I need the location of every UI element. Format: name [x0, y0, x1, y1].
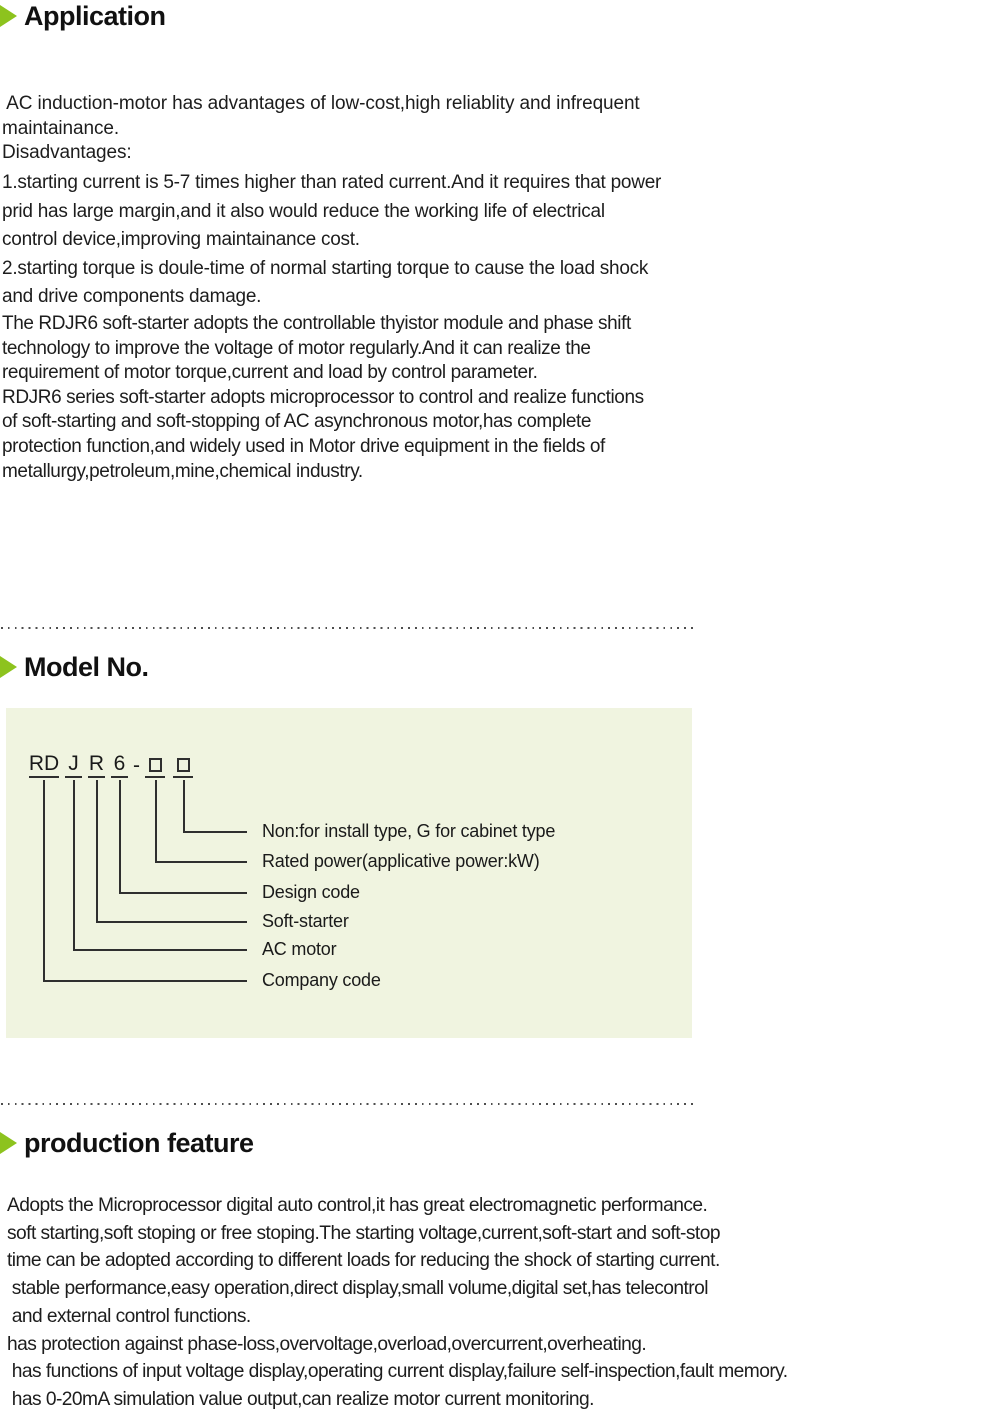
text-line: 2.starting torque is doule-time of norma…	[2, 257, 649, 279]
text-line: control device,improving maintainance co…	[2, 229, 360, 251]
model-label-install-type: Non:for install type, G for cabinet type	[262, 821, 556, 841]
connector-line	[119, 780, 247, 894]
production-feature-section-title: production feature	[24, 1128, 254, 1158]
section-arrow-icon	[0, 5, 17, 27]
text-line: Disadvantages:	[2, 142, 132, 164]
production-feature-list: Adopts the Microprocessor digital auto c…	[7, 1192, 788, 1414]
text-line: 1.starting current is 5-7 times higher t…	[2, 172, 662, 193]
text-line: technology to improve the voltage of mot…	[2, 337, 591, 359]
text-line: of soft-starting and soft-stopping of AC…	[2, 411, 592, 433]
text-line: has 0-20mA simulation value output,can r…	[7, 1388, 595, 1410]
model-label-soft-starter: Soft-starter	[262, 911, 349, 931]
text-line: The RDJR6 soft-starter adopts the contro…	[2, 313, 631, 334]
model-number-box: RD J R 6 - Non:for install type, G for c…	[6, 708, 692, 1038]
code-segment-design: 6	[111, 750, 128, 778]
text-line: and external control functions.	[7, 1305, 252, 1327]
connector-line	[155, 780, 247, 863]
text-line: requirement of motor torque,current and …	[2, 362, 538, 384]
model-label-company-code: Company code	[262, 970, 381, 990]
text-line: metallurgy,petroleum,mine,chemical indus…	[2, 460, 363, 482]
application-paragraph-rdjr6: The RDJR6 soft-starter adopts the contro…	[2, 312, 644, 484]
model-label-ac-motor: AC motor	[262, 939, 337, 959]
code-segment-company: RD	[29, 750, 59, 778]
model-no-section-heading: Model No.	[0, 650, 149, 684]
code-placeholder-power	[145, 750, 165, 778]
dotted-separator	[1, 1103, 694, 1106]
text-line: prid has large margin,and it also would …	[2, 200, 605, 222]
code-segment-soft-starter: R	[88, 750, 105, 778]
text-line: has protection against phase-loss,overvo…	[7, 1333, 647, 1355]
placeholder-square-icon	[148, 758, 162, 772]
placeholder-square-icon	[176, 758, 190, 772]
code-hyphen: -	[133, 754, 140, 777]
text-line: AC induction-motor has advantages of low…	[2, 93, 640, 114]
application-paragraph-intro: AC induction-motor has advantages of low…	[2, 92, 640, 166]
model-code-row: RD J R 6 -	[29, 750, 193, 778]
text-line: maintainance.	[2, 117, 119, 139]
dotted-separator	[1, 627, 694, 630]
connector-line	[73, 780, 247, 951]
text-line: RDJR6 series soft-starter adopts micropr…	[2, 386, 644, 408]
text-line: protection function,and widely used in M…	[2, 435, 605, 457]
text-line: has functions of input voltage display,o…	[7, 1361, 788, 1383]
text-line: stable performance,easy operation,direct…	[7, 1278, 709, 1300]
text-line: Adopts the Microprocessor digital auto c…	[7, 1195, 708, 1216]
application-section-heading: Application	[0, 0, 166, 32]
section-arrow-icon	[0, 656, 17, 678]
code-segment-ac-motor: J	[65, 750, 82, 778]
model-label-rated-power: Rated power(applicative power:kW)	[262, 851, 540, 871]
section-arrow-icon	[0, 1132, 17, 1154]
text-line: soft starting,soft stoping or free stopi…	[7, 1222, 721, 1244]
model-label-design-code: Design code	[262, 882, 360, 902]
connector-line	[43, 780, 247, 982]
application-section-title: Application	[24, 1, 166, 31]
code-placeholder-install-type	[173, 750, 193, 778]
connector-line	[96, 780, 247, 923]
production-feature-section-heading: production feature	[0, 1126, 254, 1160]
model-no-section-title: Model No.	[24, 652, 149, 682]
text-line: time can be adopted according to differe…	[7, 1250, 720, 1272]
connector-line	[183, 780, 247, 833]
application-paragraph-disadvantages: 1.starting current is 5-7 times higher t…	[2, 169, 661, 312]
text-line: and drive components damage.	[2, 286, 262, 308]
